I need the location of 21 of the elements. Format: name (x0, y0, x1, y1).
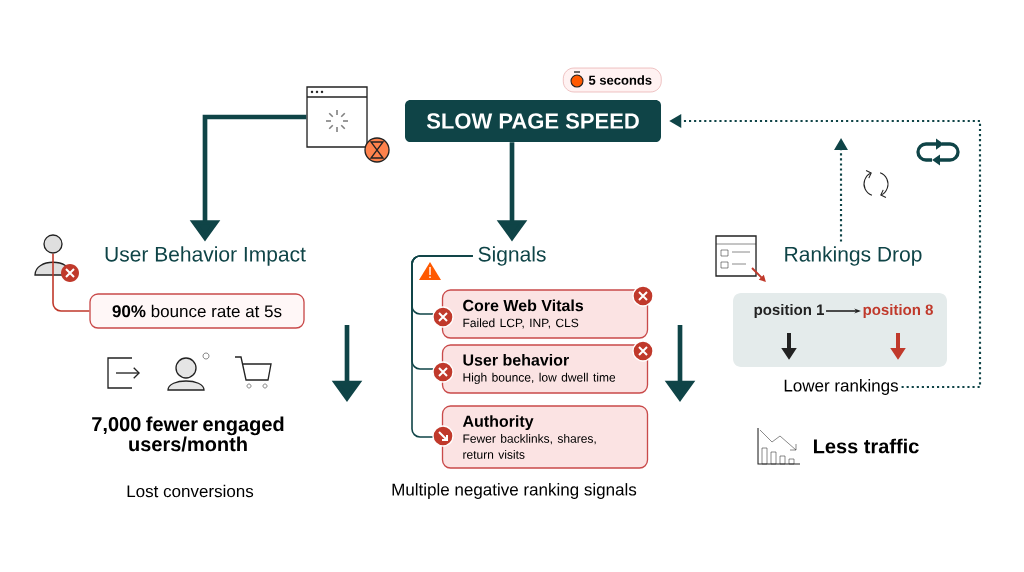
connector (52, 252, 91, 312)
arrow (669, 114, 982, 389)
signal-box: Authority Fewer backlinks, shares, return visits (441, 405, 649, 469)
browser-drawing (306, 86, 390, 163)
position-label: position 1 (754, 304, 824, 318)
section-heading: User Behavior Impact (105, 246, 306, 266)
section-heading: Rankings Drop (785, 246, 922, 266)
signal-box: User behavior High bounce, low dwell time (441, 344, 649, 394)
metric-text: Less traffic (814, 438, 919, 454)
caption-text: Lower rankings (784, 379, 898, 395)
section-heading: Signals (478, 246, 546, 266)
duration-badge: 5 seconds (563, 67, 662, 93)
signal-box: Core Web Vitals Failed LCP, INP, CLS (441, 289, 649, 339)
stat-text: 7,000 fewer engaged users/month (92, 416, 284, 452)
person-icon (34, 234, 79, 282)
connector (411, 255, 474, 438)
caption-text: Lost conversions (127, 484, 254, 498)
ranking-panel (733, 293, 947, 367)
title-banner: SLOW PAGE SPEED (405, 100, 661, 142)
position-label: position 8 (863, 304, 933, 318)
stat-box: 90% bounce rate at 5s (89, 293, 305, 329)
